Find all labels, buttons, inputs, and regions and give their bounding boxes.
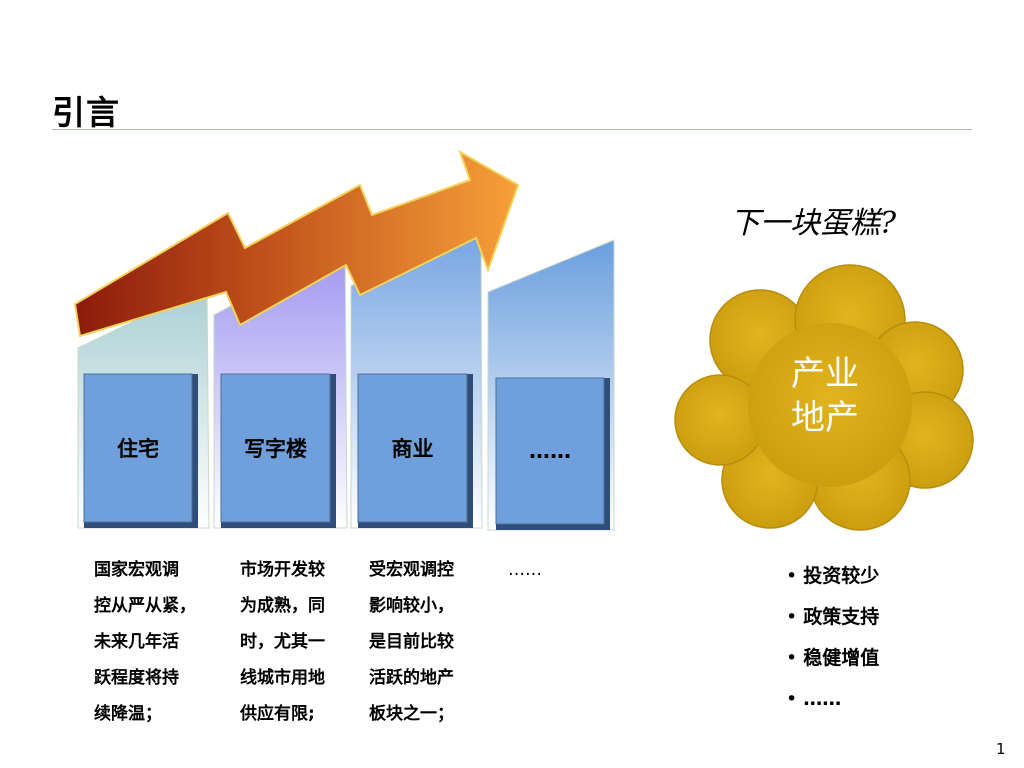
list-item: •…… [786,679,879,720]
list-item: •政策支持 [786,597,879,638]
category-box-office: 写字楼 [244,437,307,461]
description-line: 未来几年活 [94,632,179,652]
description-line: 是目前比较 [369,632,454,652]
description-line: 线城市用地 [240,668,325,688]
category-box-residential: 住宅 [117,437,159,461]
description-line: 为成熟，同 [240,596,325,616]
advantage-list: •投资较少 •政策支持 •稳健增值 •…… [786,556,879,720]
description-residential: 国家宏观调 控从严从紧， 未来几年活 跃程度将持 续降温； [94,552,224,732]
description-line: 影响较小， [369,596,454,616]
list-item: •稳健增值 [786,638,879,679]
description-line: 跃程度将持 [94,668,179,688]
bullet-icon: • [786,565,798,587]
description-line: …… [508,560,542,580]
bullet-icon: • [786,647,798,669]
box-commercial-shape [357,373,473,528]
bullet-icon: • [786,606,798,628]
slide-title: 引言 [52,93,120,132]
page-number: 1 [996,740,1006,758]
cloud-label: 产业 地产 [760,352,890,440]
description-line: 续降温； [94,704,162,724]
description-more: …… [508,552,638,588]
title-divider [52,129,972,130]
description-line: 受宏观调控 [369,560,454,580]
category-box-more: …… [529,439,571,463]
description-line: 供应有限; [240,704,315,724]
list-item: •投资较少 [786,556,879,597]
cloud-label-line: 地产 [791,398,859,438]
description-line: 市场开发较 [240,560,325,580]
bullet-icon: • [786,688,798,710]
growth-arrow [73,149,520,338]
description-line: 活跃的地产 [369,668,454,688]
description-line: 国家宏观调 [94,560,179,580]
description-line: 时，尤其一 [240,632,325,652]
description-office: 市场开发较 为成熟，同 时，尤其一 线城市用地 供应有限; [240,552,370,732]
cloud-label-line: 产业 [791,354,859,394]
description-line: 控从严从紧， [94,596,196,616]
box-residential-shape [83,373,198,528]
cloud-shape [671,261,977,534]
category-box-commercial: 商业 [391,437,434,461]
list-item-text: 投资较少 [803,565,880,587]
list-item-text: 政策支持 [803,606,880,628]
box-more-shape [495,377,610,530]
description-commercial: 受宏观调控 影响较小， 是目前比较 活跃的地产 板块之一； [369,552,499,732]
tagline: 下一块蛋糕? [730,206,897,241]
box-office-shape [220,373,336,528]
list-item-text: 稳健增值 [803,647,880,669]
list-item-text: …… [803,688,842,710]
description-line: 板块之一； [369,704,454,724]
